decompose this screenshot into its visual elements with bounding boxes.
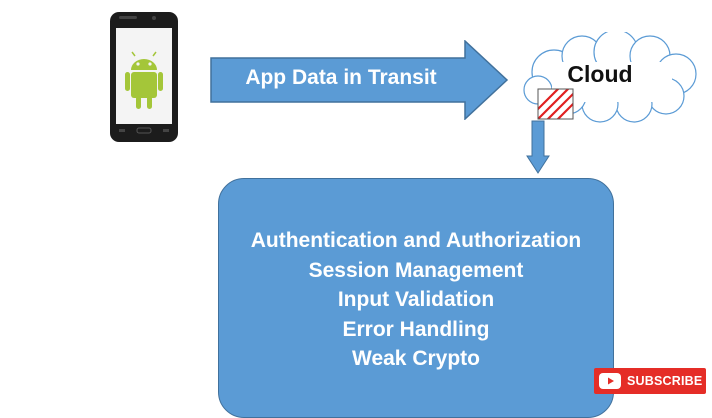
subscribe-label: SUBSCRIBE (627, 374, 703, 388)
transit-label: App Data in Transit (245, 66, 437, 89)
subscribe-button[interactable]: SUBSCRIBE (594, 368, 706, 394)
concern-session: Session Management (308, 258, 524, 282)
cloud-label: Cloud (567, 61, 633, 87)
security-concerns-list: Authentication and Authorization Session… (218, 226, 614, 374)
hatched-endpoint (537, 88, 574, 120)
android-phone-icon (110, 12, 178, 142)
security-concerns-box (218, 178, 614, 418)
down-arrow (526, 120, 550, 174)
concern-input: Input Validation (337, 288, 495, 311)
concern-crypto: Weak Crypto (352, 347, 480, 370)
concern-auth: Authentication and Authorization (250, 229, 582, 252)
youtube-play-icon (599, 373, 621, 389)
concern-error: Error Handling (342, 317, 490, 341)
transit-arrow (210, 40, 509, 120)
